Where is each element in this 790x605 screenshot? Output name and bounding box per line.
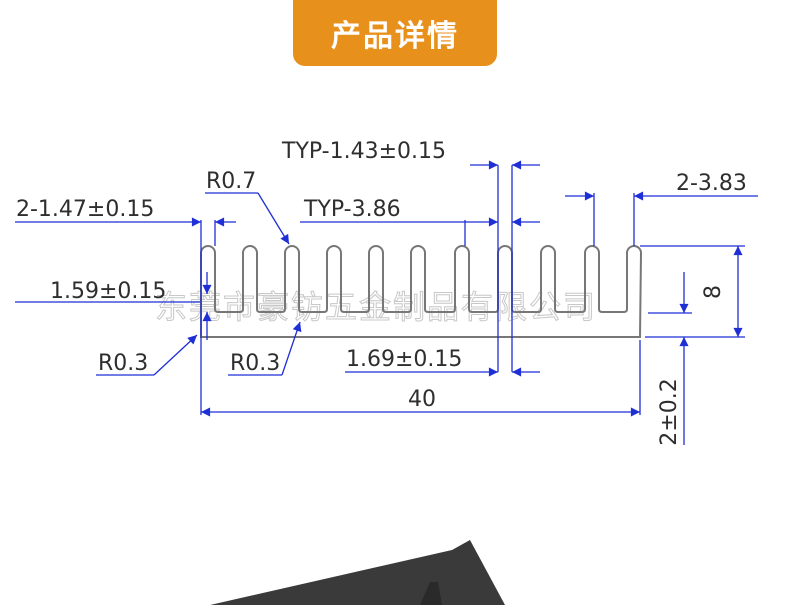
heatsink-profile xyxy=(200,245,643,338)
label-typ-pitch: TYP-3.86 xyxy=(303,197,401,222)
label-typ-fin-thickness: TYP-1.43±0.15 xyxy=(281,139,446,164)
label-corner-radius-inner: R0.3 xyxy=(230,351,280,376)
label-end-gap: 2-3.83 xyxy=(676,171,747,196)
section-header-banner: 产品详情 xyxy=(293,0,497,66)
watermark-text: 东莞市豪钫五金制品有限公司 xyxy=(155,288,597,326)
label-corner-radius-outer: R0.3 xyxy=(98,351,148,376)
label-gap-width: 1.69±0.15 xyxy=(346,347,462,372)
product-photo xyxy=(210,540,505,605)
dimension-lines xyxy=(15,160,758,445)
label-total-height: 8 xyxy=(701,285,726,299)
label-base-thickness: 1.59±0.15 xyxy=(50,279,166,304)
product-photo-fin xyxy=(420,582,442,605)
label-base-height: 2±0.2 xyxy=(657,378,682,445)
label-total-width: 40 xyxy=(408,387,436,412)
label-end-fin-thickness: 2-1.47±0.15 xyxy=(16,197,154,222)
label-fin-radius: R0.7 xyxy=(206,169,256,194)
section-title: 产品详情 xyxy=(331,19,459,54)
